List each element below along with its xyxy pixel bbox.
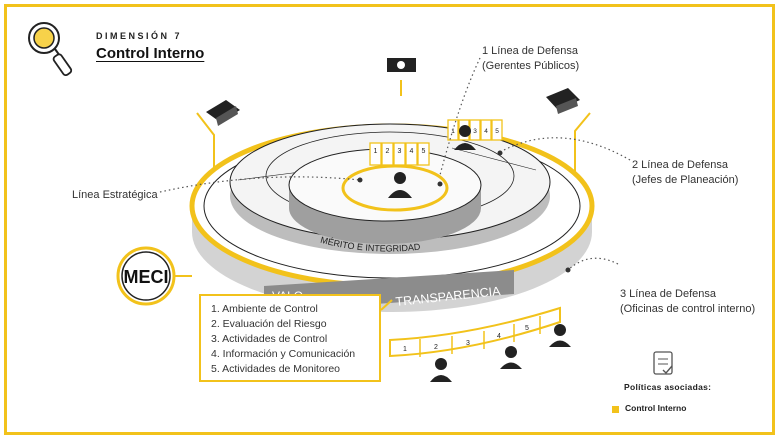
inner-panel [405,142,418,166]
first-line-callout: 1 Línea de Defensa (Gerentes Públicos) [482,44,579,74]
second-line-callout: 2 Línea de Defensa (Jefes de Planeación) [632,158,738,188]
strategic-line-label: Línea Estratégica [72,189,158,201]
first-line-title: 1 Línea de Defensa [482,45,579,57]
inner-panel [381,142,394,166]
wall-number: 2 [434,344,438,351]
camera-icon-right [546,88,591,186]
policy-item: Control Interno [612,403,686,413]
outer-wall: 1 2 3 4 5 [389,306,561,358]
wall-number: 1 [403,346,407,353]
component-item: 1. Ambiente de Control [211,303,318,315]
component-item: 3. Actividades de Control [211,333,328,345]
inner-panels: 1 2 3 4 5 [369,142,430,166]
wall-number: 3 [466,340,470,347]
inner-panel-number: 1 [374,148,378,155]
person-icon-bottom-1 [430,358,452,382]
third-line-sub: (Oficinas de control interno) [620,303,756,315]
leader-lines [159,57,631,271]
wall-number: 5 [525,325,529,332]
wall-number: 4 [497,333,501,340]
top-panel-number: 5 [495,128,499,135]
dimension-kicker: DIMENSIÓN 7 [96,31,183,41]
policy-item-label: Control Interno [625,403,687,413]
second-line-sub: (Jefes de Planeación) [632,174,739,186]
policies-title: Políticas asociadas: [624,382,712,392]
meci-badge: MECI [116,246,192,306]
page-title: Control Interno [96,45,205,62]
component-item: 4. Información y Comunicación [211,348,356,360]
person-icon-bottom-2 [500,346,522,369]
inner-panel [369,142,382,166]
third-line-callout: 3 Línea de Defensa (Oficinas de control … [620,287,755,317]
policy-swatch [612,406,619,413]
top-panel-number: 4 [484,128,488,135]
top-panel-number: 1 [451,128,455,135]
magnifier-icon [28,22,73,77]
person-icon-center [388,172,412,198]
second-line-title: 2 Línea de Defensa [632,159,729,171]
inner-plate [288,148,482,244]
camera-icon-center [387,58,416,96]
top-panel [491,119,503,141]
top-panel [480,119,492,141]
document-check-icon [653,351,673,375]
third-line-title: 3 Línea de Defensa [620,288,717,300]
inner-panel-number: 3 [398,148,402,155]
component-item: 5. Actividades de Monitoreo [211,363,340,375]
components-list: 1. Ambiente de Control 2. Evaluación del… [199,294,381,382]
inner-panel [417,142,430,166]
svg-text:MECI: MECI [124,267,169,287]
person-icon-bottom-3 [549,324,571,347]
yellow-frame [4,4,775,435]
person-icon-top [454,125,476,150]
inner-panel-number: 4 [410,148,414,155]
inner-panel-number: 5 [422,148,426,155]
first-line-sub: (Gerentes Públicos) [482,60,580,72]
inner-panel-number: 2 [386,148,390,155]
top-panel-number: 3 [473,128,477,135]
inner-panel [393,142,406,166]
component-item: 2. Evaluación del Riesgo [211,318,327,330]
